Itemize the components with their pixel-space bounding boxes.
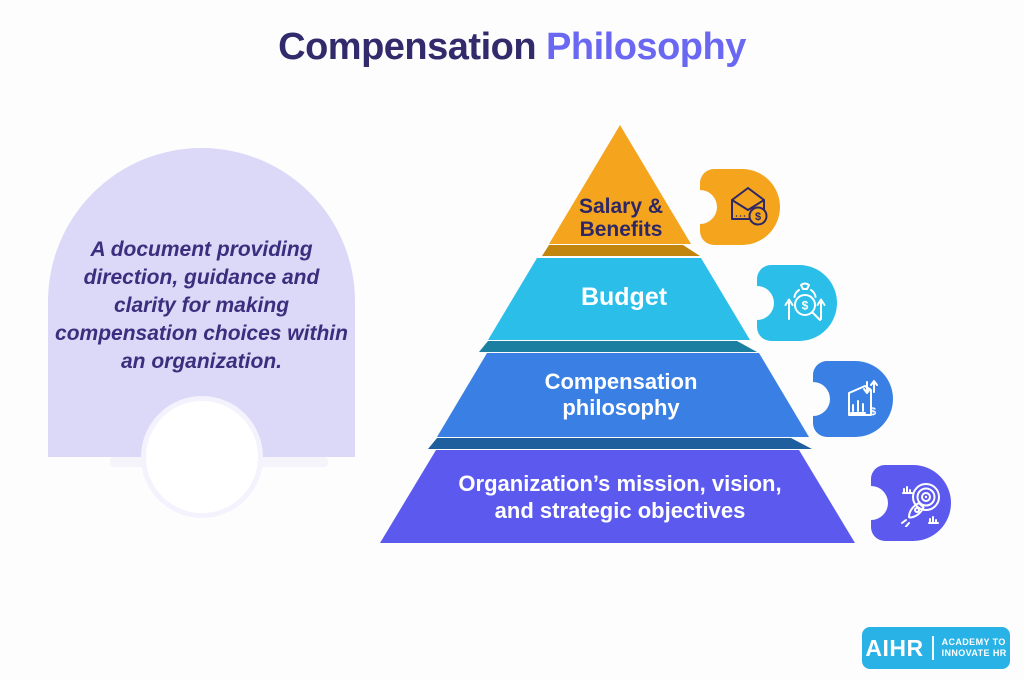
level-3-label-line2: philosophy (562, 395, 680, 420)
budget-icon: $ (757, 265, 837, 341)
aihr-tagline-line1: ACADEMY TO (941, 637, 1006, 647)
svg-text:$: $ (802, 299, 809, 313)
salary-benefits-icon: $ (700, 169, 780, 245)
level-4-label: Organization’s mission, vision, and stra… (458, 470, 781, 524)
level-2-shape (488, 258, 750, 340)
level-3-label: Compensation philosophy (545, 369, 698, 421)
svg-text:$: $ (870, 406, 876, 418)
svg-text:$: $ (755, 211, 761, 223)
level-1-label: Salary & Benefits (579, 195, 663, 241)
level-4-label-line1: Organization’s mission, vision, (458, 471, 782, 496)
level-4-label-line2: and strategic objectives (494, 498, 746, 523)
mission-objectives-icon (871, 465, 951, 541)
level-1-label-line2: Benefits (579, 218, 663, 241)
arch-notch (141, 396, 263, 518)
aihr-logo-tagline: ACADEMY TO INNOVATE HR (942, 637, 1007, 659)
level-1-shape (549, 125, 691, 244)
title-accent: Philosophy (546, 26, 746, 68)
level-1-label-line1: Salary & (578, 195, 664, 218)
aihr-logo: AIHR ACADEMY TO INNOVATE HR (862, 627, 1010, 669)
title-primary: Compensation (278, 26, 537, 68)
aihr-logo-divider (931, 636, 934, 660)
compensation-philosophy-icon: $ (813, 361, 893, 437)
level-3-label-line1: Compensation (544, 369, 698, 394)
aihr-tagline-line2: INNOVATE HR (941, 648, 1007, 658)
level-2-label: Budget (581, 284, 667, 310)
level-4-shape (380, 450, 855, 543)
level-2-shadow (479, 341, 757, 352)
budget-badge: $ (740, 265, 837, 341)
definition-text: A document providing direction, guidance… (55, 238, 348, 373)
level-2-label-line1: Budget (580, 283, 668, 311)
pyramid-diagram (380, 125, 855, 543)
compensation-philosophy-badge: $ (796, 361, 893, 437)
level-3-shadow (428, 438, 812, 449)
mission-objectives-badge (854, 465, 951, 541)
aihr-logo-brand: AIHR (865, 634, 924, 661)
level-1-shadow (542, 245, 700, 256)
salary-benefits-badge: $ (683, 169, 780, 245)
level-3-shape (437, 353, 809, 437)
